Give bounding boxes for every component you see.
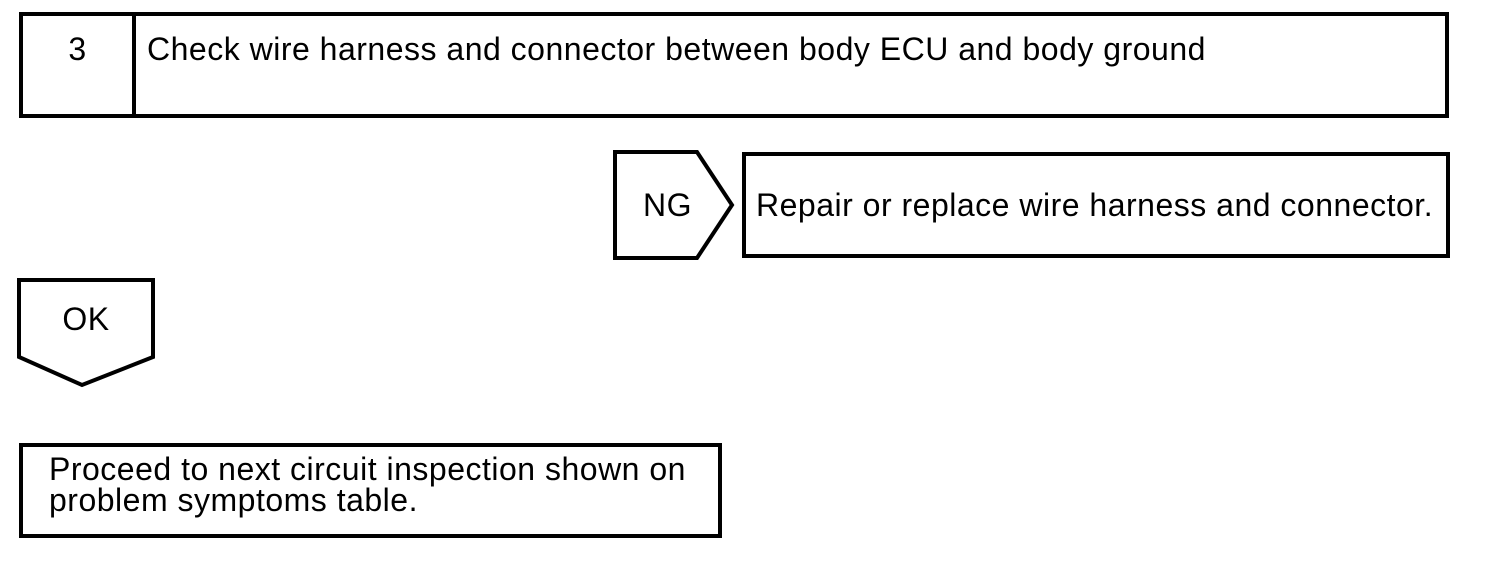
ok-arrow-shape — [17, 278, 155, 388]
ng-action-box: Repair or replace wire harness and conne… — [742, 152, 1450, 258]
step-title: Check wire harness and connector between… — [147, 31, 1206, 67]
ok-arrow-polygon — [17, 278, 155, 388]
ng-arrow-polygon — [613, 150, 735, 260]
ng-arrow-shape — [613, 150, 735, 260]
step-number-cell: 3 — [23, 16, 136, 114]
step-box: 3 Check wire harness and connector betwe… — [19, 12, 1449, 118]
step-number: 3 — [68, 31, 87, 67]
ok-label: OK — [62, 300, 110, 337]
ng-action-text: Repair or replace wire harness and conne… — [756, 186, 1434, 223]
ok-action-box: Proceed to next circuit inspection shown… — [19, 443, 722, 538]
ng-label: NG — [643, 186, 692, 223]
ok-action-text: Proceed to next circuit inspection shown… — [49, 451, 686, 518]
